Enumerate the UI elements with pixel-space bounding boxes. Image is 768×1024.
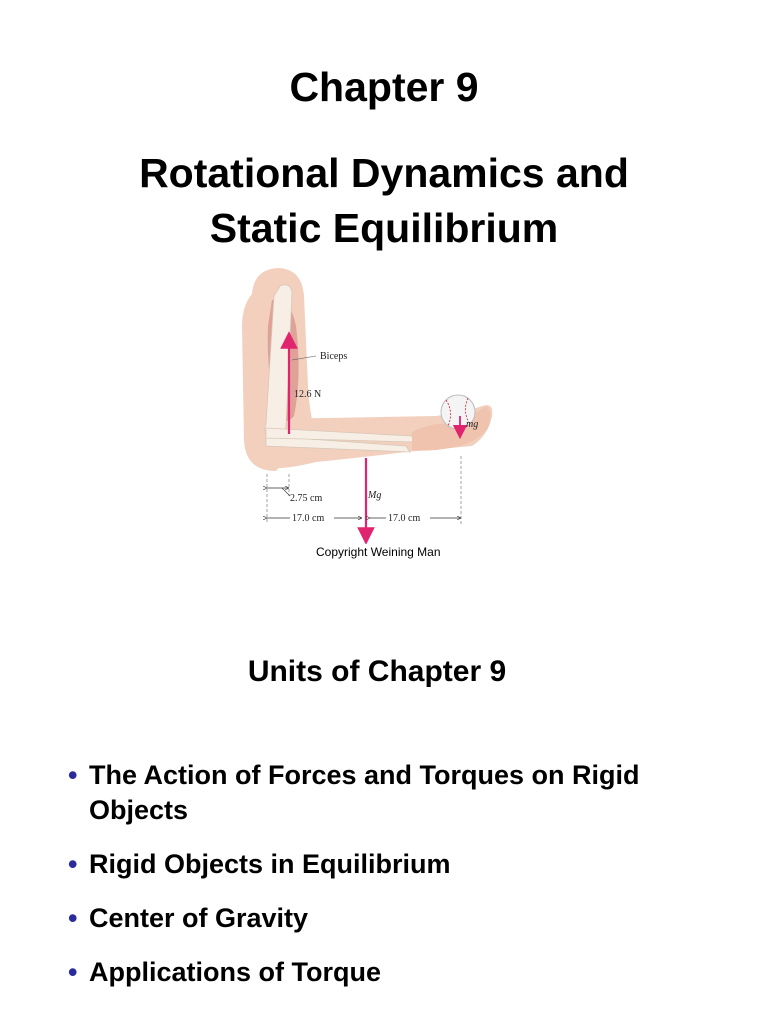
list-item-text: Center of Gravity — [89, 903, 309, 933]
list-item: • Applications of Torque — [66, 955, 726, 990]
forearm-weight-label: Mg — [367, 490, 381, 501]
figure-copyright: Copyright Weining Man — [316, 545, 441, 559]
list-item: • Center of Gravity — [66, 901, 726, 936]
list-item: • Rigid Objects in Equilibrium — [66, 847, 726, 882]
dimension-right-label: 17.0 cm — [388, 513, 420, 524]
list-item-text: Applications of Torque — [89, 957, 381, 987]
units-heading: Units of Chapter 9 — [247, 655, 507, 688]
list-item: • The Action of Forces and Torques on Rig… — [66, 758, 726, 828]
dimension-left-label: 17.0 cm — [292, 513, 324, 524]
bullet-icon: • — [68, 903, 78, 933]
bullet-icon: • — [68, 760, 78, 790]
bullet-icon: • — [68, 957, 78, 987]
radius-bone — [265, 435, 411, 453]
biceps-label: Biceps — [320, 351, 347, 362]
ball-weight-label: mg — [466, 419, 478, 430]
force-label: 12.6 N — [294, 389, 321, 400]
bullet-icon: • — [68, 849, 78, 879]
slide-title-line-1: Rotational Dynamics and — [139, 150, 629, 196]
list-item-text: The Action of Forces and Torques on Rigi… — [89, 760, 640, 825]
list-item-text: Rigid Objects in Equilibrium — [89, 849, 451, 879]
forearm-torque-figure: Biceps 12.6 N mg Mg 2.75 cm 17.0 cm 17.0… — [242, 268, 493, 544]
chapter-heading: Chapter 9 — [289, 64, 479, 110]
units-list: • The Action of Forces and Torques on Rig… — [66, 758, 726, 1009]
slide-title-line-2: Static Equilibrium — [209, 205, 559, 251]
dimension-small-label: 2.75 cm — [290, 493, 322, 504]
